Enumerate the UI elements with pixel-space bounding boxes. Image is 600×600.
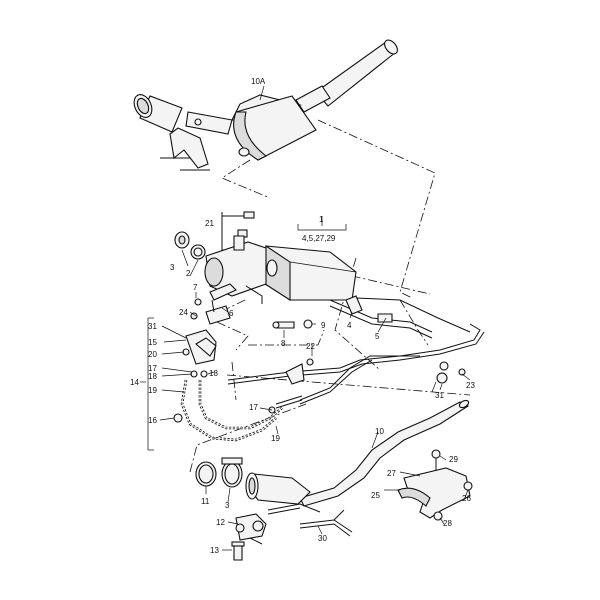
small-parts-4-9-8-5 [272, 295, 393, 329]
callout-1: 1 [319, 215, 324, 224]
callout-13: 13 [210, 546, 219, 555]
callout-31-right: 31 [435, 391, 444, 400]
diesel-particulate-filter-10a [133, 94, 317, 171]
callout-15: 15 [148, 338, 157, 347]
muffler-section [245, 472, 321, 515]
callout-21: 21 [205, 219, 214, 228]
hanger-12-13 [231, 513, 267, 561]
callout-17-left: 17 [148, 364, 157, 373]
chain-cables-19 [180, 379, 303, 442]
callout-24: 24 [179, 308, 188, 317]
leader-lines [140, 85, 471, 551]
bracket-25-27 [397, 449, 473, 521]
callout-9: 9 [321, 321, 326, 330]
callout-29: 29 [449, 455, 458, 464]
callout-3-upper: 3 [170, 263, 175, 272]
callout-25: 25 [371, 491, 380, 500]
callout-19-left: 19 [148, 386, 157, 395]
callout-27: 27 [387, 469, 396, 478]
callout-5: 5 [375, 332, 380, 341]
callout-19-right: 19 [271, 434, 280, 443]
callout-11: 11 [201, 497, 210, 506]
callout-6: 6 [229, 309, 234, 318]
callout-2: 2 [186, 269, 191, 278]
callout-20: 20 [148, 350, 157, 359]
callout-23: 23 [466, 381, 475, 390]
callout-26: 26 [462, 494, 471, 503]
heat-shield-harness-14 [147, 317, 217, 451]
callout-18-right: 18 [209, 369, 218, 378]
bracket-lines-1 [297, 216, 347, 231]
rod-30 [299, 509, 353, 537]
callout-31-left: 31 [148, 322, 157, 331]
callout-1-sub: 4,5,27,29 [302, 234, 336, 243]
callout-10a: 10A [251, 77, 266, 86]
clamp-parts-3-2 [174, 231, 206, 260]
callout-8: 8 [281, 339, 286, 348]
callout-18-left: 18 [148, 372, 157, 381]
callout-3-lower: 3 [225, 501, 230, 510]
callout-14: 14 [130, 378, 139, 387]
callout-30: 30 [318, 534, 327, 543]
rear-pipe-10 [299, 399, 470, 507]
sensor-lines-22-23-31 [227, 323, 485, 405]
callout-17-right: 17 [249, 403, 258, 412]
callout-10: 10 [375, 427, 384, 436]
callout-28: 28 [443, 519, 452, 528]
callout-7: 7 [193, 283, 198, 292]
clamps-11-3 [195, 457, 243, 488]
callout-12: 12 [216, 518, 225, 527]
callout-labels: 10A 1 4,5,27,29 2 3 3 4 5 6 7 8 9 10 11 … [130, 77, 475, 555]
callout-16: 16 [148, 416, 157, 425]
callout-4: 4 [347, 321, 352, 330]
bracket-7-6 [190, 283, 237, 325]
callout-22: 22 [306, 342, 315, 351]
